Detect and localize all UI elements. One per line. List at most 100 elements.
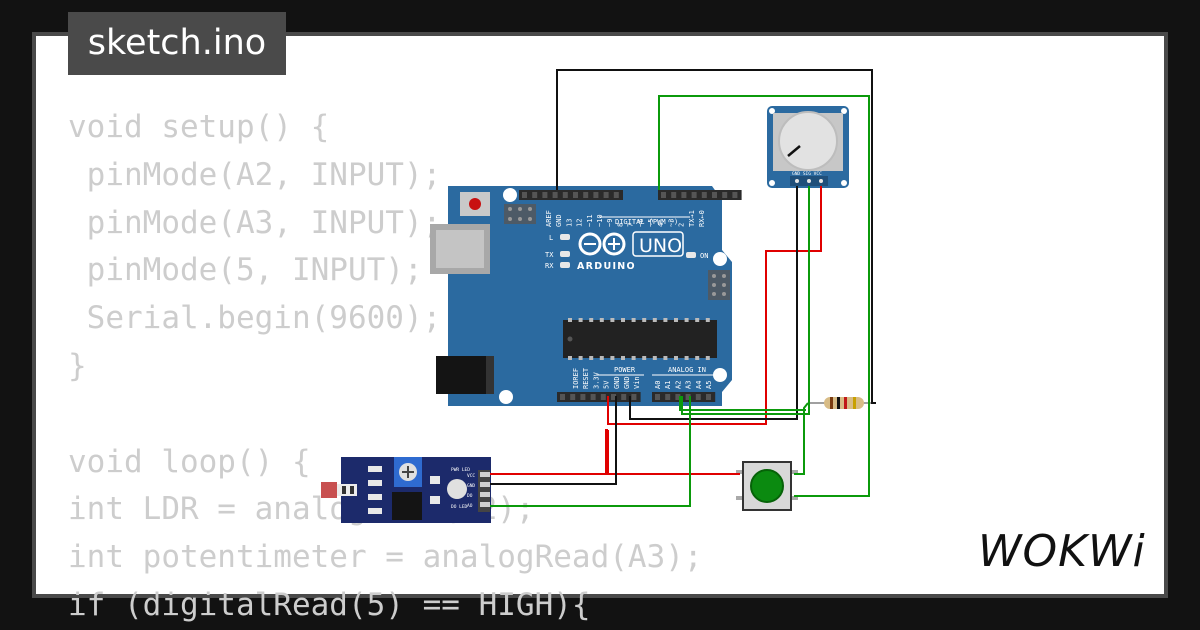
pin-label: ~3 [667,219,675,227]
pin-label: ~9 [606,219,614,227]
code-line: pinMode(A2, INPUT); [68,156,442,193]
power-jack [436,356,494,394]
wire-black [629,186,798,420]
pwr-led-label: PWR LED [451,467,470,473]
pin-label: ~10 [596,214,604,227]
header-pin[interactable] [560,394,565,400]
code-line: void setup() { [68,109,330,145]
code-line: pinMode(5, INPUT); [68,252,423,289]
header-pin[interactable] [590,394,596,400]
atmega-chip [563,318,717,360]
header-pin[interactable] [580,394,586,400]
pin-label: A3 [685,381,693,389]
wokwi-logo: WOKWi [978,526,1146,577]
header-pin[interactable] [583,192,589,198]
potentiometer[interactable]: GND SIG VCC [767,106,849,188]
wire-green [794,402,809,475]
header-pin[interactable] [655,394,660,400]
ldr-pin-label: DO [467,493,473,499]
pin-label: A5 [705,381,713,389]
pin-label: RX←0 [698,210,706,227]
header-pin[interactable] [722,192,728,198]
pin-label: 8 [616,223,624,227]
pin-label: GND [623,376,631,389]
header-pin[interactable] [732,192,738,198]
arduino-label: ARDUINO [577,261,636,272]
pin-label: RESET [582,367,590,389]
digital-header-left [519,190,623,200]
header-pin[interactable] [706,394,711,400]
pin-label: 2 [678,223,686,227]
header-pin[interactable] [522,192,527,198]
header-pin[interactable] [631,394,637,400]
pin-label: 5V [603,380,611,389]
icsp-header [504,204,536,224]
header-pin[interactable] [613,192,619,198]
header-pin[interactable] [542,192,548,198]
ldr-pin-label: AO [467,503,473,509]
header-pin[interactable] [691,192,697,198]
pin-label: ~11 [586,214,594,227]
wire-black [490,396,617,485]
digital-label: DIGITAL (PWM ~) [615,218,678,226]
icsp-header [708,270,730,300]
resistor[interactable] [808,397,876,409]
code-line: void loop() { [68,443,311,480]
header-pin[interactable] [695,394,701,400]
digital-header-right [658,190,742,200]
header-pin[interactable] [621,394,627,400]
file-tab[interactable]: sketch.ino [68,12,286,75]
header-pin[interactable] [685,394,691,400]
pin-label: A4 [695,381,703,389]
pin-label: 4 [657,223,665,227]
wire-red [607,430,740,475]
header-pin[interactable] [600,394,606,400]
push-button[interactable] [736,461,798,511]
header-pin[interactable] [593,192,599,198]
wire-red [490,429,608,475]
code-line: pinMode(A3, INPUT); [68,204,442,241]
ldr-comparator-chip [392,492,422,520]
header-pin[interactable] [701,192,707,198]
tx-label: TX [545,251,554,259]
pin-label: ~6 [637,219,645,227]
analog-label: ANALOG IN [668,366,706,374]
header-pin[interactable] [661,192,666,198]
uno-label: UNO [639,235,682,257]
header-pin[interactable] [665,394,671,400]
pin-label: A2 [674,381,682,389]
wires [490,69,876,507]
header-pin[interactable] [603,192,609,198]
wire-green [658,95,870,497]
header-pin[interactable] [573,192,578,198]
header-pin[interactable] [562,192,568,198]
do-led-label: DO LED [451,504,468,510]
header-pin[interactable] [681,192,687,198]
header-pin[interactable] [671,192,677,198]
analog-header [652,392,716,402]
header-pin[interactable] [675,394,681,400]
pin-label: IOREF [572,368,580,389]
pin-label: ~5 [647,219,655,227]
power-label: POWER [614,366,636,374]
wire-red [607,186,822,425]
code-line: Serial.begin(9600); [68,300,442,337]
ldr-indicator [447,479,467,499]
header-pin[interactable] [532,192,538,198]
header-pin[interactable] [552,192,558,198]
header-pin[interactable] [712,192,717,198]
wire-green [490,396,691,507]
pin-label: TX→1 [688,210,696,227]
mount-hole [713,252,727,266]
potentiometer-knob[interactable] [778,111,838,171]
rx-led [560,262,570,268]
rx-label: RX [545,262,554,270]
header-pin[interactable] [570,394,576,400]
header-pin[interactable] [611,394,616,400]
code-line: if (digitalRead(5) == HIGH){ [68,586,591,623]
tx-led [560,251,570,257]
pin-label: AREF [545,210,553,227]
